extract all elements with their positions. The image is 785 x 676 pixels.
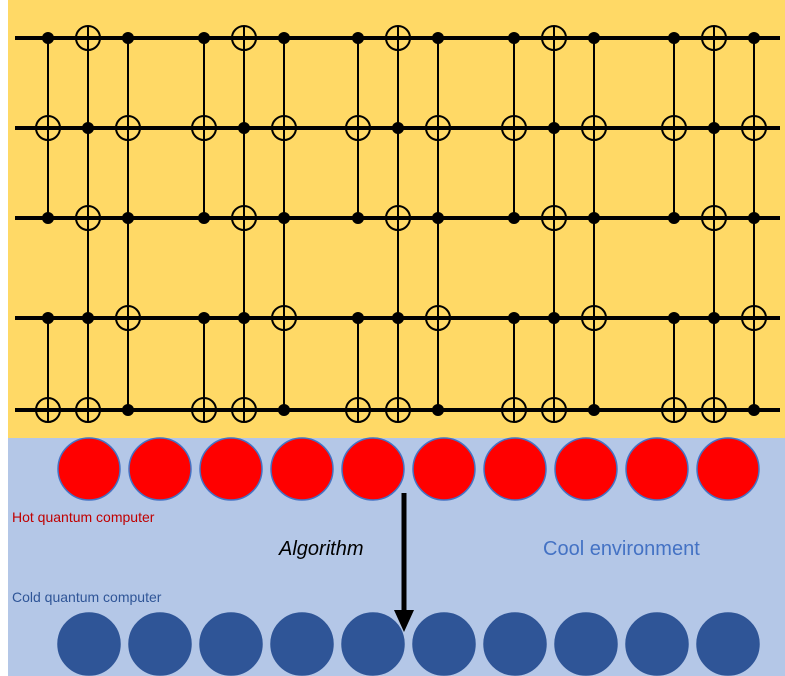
cold-qubit xyxy=(57,612,121,676)
cnot-control-dot xyxy=(432,212,444,224)
cnot-control-dot xyxy=(42,312,54,324)
cnot-control-dot xyxy=(82,122,94,134)
cnot-control-dot xyxy=(198,212,210,224)
hot-qubit xyxy=(483,437,547,501)
cold-qubit xyxy=(199,612,263,676)
hot-qubit xyxy=(696,437,760,501)
hot-qubit xyxy=(270,437,334,501)
cnot-control-dot xyxy=(352,32,364,44)
algorithm-arrow xyxy=(394,493,414,632)
hot-qubit xyxy=(128,437,192,501)
cnot-control-dot xyxy=(548,122,560,134)
algorithm-label: Algorithm xyxy=(279,538,364,560)
hot-qubit xyxy=(625,437,689,501)
cold-qubit xyxy=(341,612,405,676)
cnot-control-dot xyxy=(238,122,250,134)
cnot-control-dot xyxy=(42,32,54,44)
cnot-control-dot xyxy=(508,212,520,224)
cold-qubit-row xyxy=(57,612,760,676)
hot-quantum-computer-label: Hot quantum computer xyxy=(12,509,155,525)
cold-qubit xyxy=(625,612,689,676)
cnot-control-dot xyxy=(278,32,290,44)
circuit-layer xyxy=(15,25,780,423)
cnot-control-dot xyxy=(432,32,444,44)
cnot-control-dot xyxy=(392,312,404,324)
hot-qubit-row xyxy=(57,437,760,501)
cnot-control-dot xyxy=(508,312,520,324)
cnot-control-dot xyxy=(668,212,680,224)
cnot-control-dot xyxy=(432,404,444,416)
cold-qubit xyxy=(554,612,618,676)
cnot-control-dot xyxy=(708,312,720,324)
cnot-control-dot xyxy=(352,212,364,224)
cold-qubit xyxy=(412,612,476,676)
cold-qubit xyxy=(270,612,334,676)
cold-quantum-computer-label: Cold quantum computer xyxy=(12,589,162,605)
cnot-control-dot xyxy=(42,212,54,224)
hot-qubit xyxy=(554,437,618,501)
cnot-control-dot xyxy=(588,32,600,44)
cnot-control-dot xyxy=(748,32,760,44)
cnot-control-dot xyxy=(748,404,760,416)
algorithm-arrow-head xyxy=(394,610,414,632)
hot-qubit xyxy=(341,437,405,501)
cnot-control-dot xyxy=(748,212,760,224)
cnot-control-dot xyxy=(708,122,720,134)
hot-qubit xyxy=(412,437,476,501)
cnot-control-dot xyxy=(668,32,680,44)
cold-qubit xyxy=(696,612,760,676)
cnot-control-dot xyxy=(278,404,290,416)
cnot-control-dot xyxy=(198,32,210,44)
cnot-control-dot xyxy=(508,32,520,44)
cold-qubit xyxy=(483,612,547,676)
cnot-control-dot xyxy=(548,312,560,324)
cnot-control-dot xyxy=(122,32,134,44)
hot-qubit xyxy=(57,437,121,501)
cnot-control-dot xyxy=(392,122,404,134)
cnot-control-dot xyxy=(198,312,210,324)
cnot-control-dot xyxy=(122,212,134,224)
cnot-control-dot xyxy=(238,312,250,324)
cnot-control-dot xyxy=(668,312,680,324)
cnot-control-dot xyxy=(122,404,134,416)
cnot-control-dot xyxy=(278,212,290,224)
cnot-control-dot xyxy=(588,212,600,224)
hot-qubit xyxy=(199,437,263,501)
cnot-control-dot xyxy=(588,404,600,416)
cool-environment-label: Cool environment xyxy=(543,538,700,560)
cnot-control-dot xyxy=(82,312,94,324)
cold-qubit xyxy=(128,612,192,676)
cnot-control-dot xyxy=(352,312,364,324)
